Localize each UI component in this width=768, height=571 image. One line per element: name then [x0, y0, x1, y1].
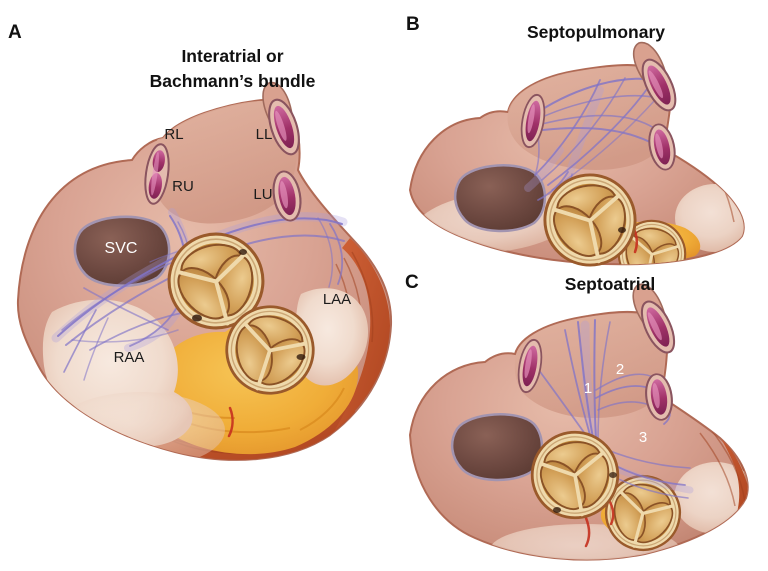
label-lu: LU: [253, 186, 272, 203]
atrial-dome-b: [507, 66, 669, 170]
valve-nodule-c2: [609, 472, 617, 478]
panel-a-title-line1: Interatrial or: [181, 46, 284, 66]
panel-a-letter: A: [8, 22, 22, 43]
vein-ru-a: [144, 143, 170, 205]
panel-c-letter: C: [405, 272, 419, 293]
valve-nodule-a2: [239, 249, 247, 255]
valve-nodule-b: [618, 227, 626, 233]
label-svc: SVC: [105, 240, 138, 257]
marker-1: 1: [584, 380, 592, 397]
panel-b-illustration: [408, 36, 745, 276]
pulmonary-veins-a: [144, 78, 306, 224]
svc-orifice-c: [450, 413, 544, 482]
label-ll: LL: [256, 126, 273, 143]
label-ru: RU: [172, 178, 194, 195]
septopulmonary-fibers-b: [524, 77, 659, 211]
panel-a-title-line2: Bachmann’s bundle: [149, 70, 316, 91]
atrial-dome-a: [150, 100, 297, 224]
panel-a-title: Interatrial or Bachmann’s bundle: [95, 44, 370, 94]
label-rl: RL: [164, 126, 183, 143]
marker-2: 2: [616, 361, 624, 378]
body-sheen-a: [55, 392, 225, 460]
labels-a: RL LL RU LU SVC LAA RAA: [105, 126, 352, 366]
marker-3: 3: [639, 429, 647, 446]
panel-c-illustration: 1 2 3: [408, 278, 749, 561]
valve-nodule-a1: [192, 314, 202, 322]
panel-c-title: Septoatrial: [564, 274, 656, 294]
valve-nodule-c1: [553, 507, 561, 513]
valve-nodule-a3: [296, 354, 306, 360]
svc-orifice-b: [453, 164, 547, 233]
label-raa: RAA: [114, 349, 145, 366]
panel-b-letter: B: [406, 14, 420, 35]
panel-a-illustration: RL LL RU LU SVC LAA RAA: [16, 78, 393, 461]
atrial-dome-c: [514, 313, 666, 418]
bundle-markers-c: 1 2 3: [584, 361, 647, 446]
panel-b-title: Septopulmonary: [526, 22, 666, 42]
label-laa: LAA: [323, 291, 351, 308]
red-crevices-c: [584, 500, 615, 548]
